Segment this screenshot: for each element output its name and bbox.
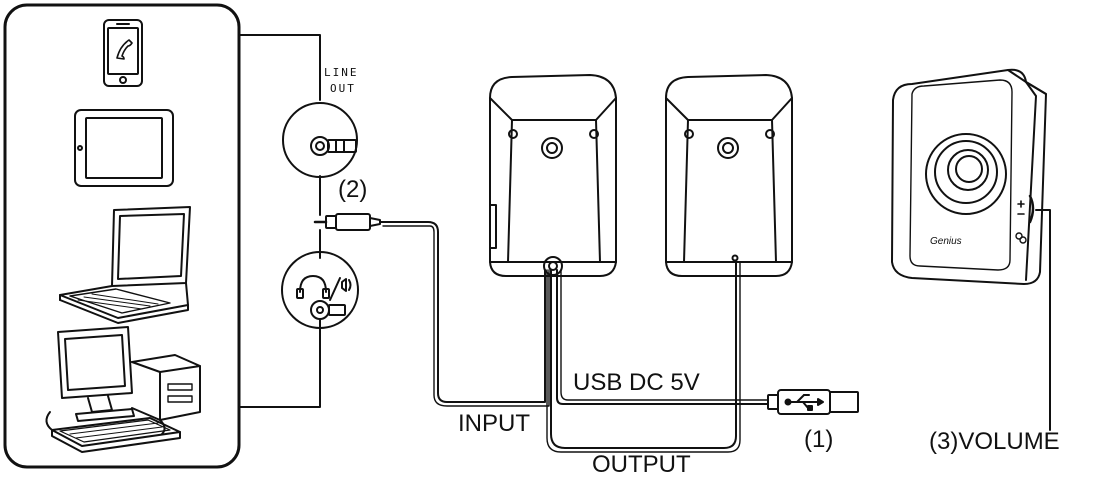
line-out-jack-icon xyxy=(282,102,358,178)
line-out-label-line1: LINE xyxy=(324,66,359,79)
right-speaker xyxy=(665,74,793,277)
usb-cable xyxy=(556,269,769,405)
front-speaker xyxy=(891,68,1047,285)
volume-label: (3)VOLUME xyxy=(929,428,1060,455)
output-cable xyxy=(550,261,737,449)
input-cable xyxy=(379,221,546,403)
usb-label: USB DC 5V xyxy=(573,369,700,396)
tablet-icon xyxy=(74,109,174,187)
input-label: INPUT xyxy=(458,410,530,437)
volume-leader-line xyxy=(1035,209,1051,431)
usb-cable-inner xyxy=(560,269,769,401)
output-label: OUTPUT xyxy=(592,451,691,478)
input-cable-inner xyxy=(382,225,550,407)
desktop-computer-icon xyxy=(45,326,201,453)
step-1-label: (1) xyxy=(804,426,833,453)
source-devices-panel xyxy=(3,3,241,469)
output-cable-outer xyxy=(546,261,741,453)
bracket-line-top xyxy=(238,34,321,101)
bracket-line-bottom xyxy=(238,319,321,408)
brand-logo: Genius xyxy=(930,236,962,247)
phone-icon xyxy=(103,19,143,87)
step-2-label: (2) xyxy=(338,176,367,203)
line-out-label-line2: OUT xyxy=(330,82,356,95)
usb-plug-icon xyxy=(767,389,859,415)
audio-plug-icon xyxy=(313,213,381,231)
left-speaker xyxy=(489,74,617,277)
laptop-icon xyxy=(59,206,191,324)
headphone-jack-icon xyxy=(281,251,359,329)
